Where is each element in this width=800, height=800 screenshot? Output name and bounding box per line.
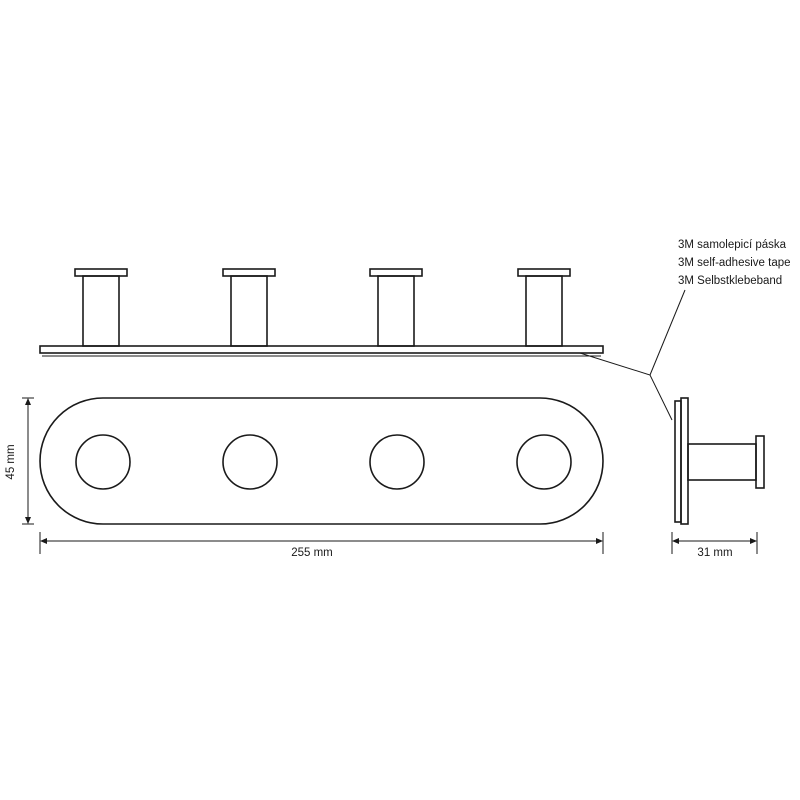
- front-view-plate: [39, 397, 604, 525]
- top-view-base-plate: [39, 345, 604, 354]
- dimension-width-label: 255 mm: [291, 547, 333, 559]
- front-view-hook-3: [369, 434, 425, 490]
- front-view-hook-4: [516, 434, 572, 490]
- callout: 3M samolepicí páska 3M self-adhesive tap…: [579, 239, 791, 421]
- front-view-hook-2: [222, 434, 278, 490]
- dimension-depth-label: 31 mm: [697, 547, 732, 559]
- callout-line-2: 3M self-adhesive tape: [678, 257, 791, 269]
- callout-line-3: 3M Selbstklebeband: [678, 275, 782, 287]
- side-view-plate: [680, 397, 689, 525]
- dimension-width: 255 mm: [39, 532, 604, 559]
- side-view-tape: [674, 400, 682, 523]
- side-view-hook-cap: [755, 435, 765, 489]
- side-view-hook-shaft: [687, 443, 757, 481]
- front-view-hook-1: [75, 434, 131, 490]
- callout-leader-line: [579, 352, 673, 421]
- front-view: [39, 397, 604, 525]
- dimension-height: 45 mm: [5, 397, 34, 525]
- top-view: [39, 268, 604, 357]
- dimension-depth: 31 mm: [671, 532, 758, 559]
- dimension-height-label: 45 mm: [5, 444, 17, 479]
- top-view-hook-4: [517, 268, 571, 347]
- callout-leader-line-up: [649, 289, 686, 376]
- top-view-hook-1: [74, 268, 128, 347]
- callout-line-1: 3M samolepicí páska: [678, 239, 787, 251]
- top-view-hook-2: [222, 268, 276, 347]
- top-view-hook-3: [369, 268, 423, 347]
- side-view: [674, 397, 765, 525]
